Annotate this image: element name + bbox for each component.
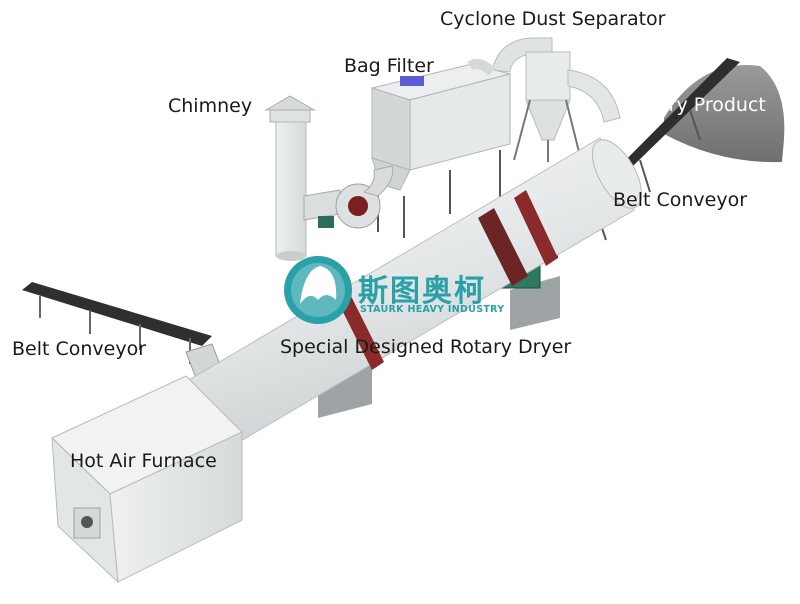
logo-chinese-name: 斯图奥柯 bbox=[358, 274, 486, 309]
chimney bbox=[264, 95, 316, 261]
label-belt-conveyor-left: Belt Conveyor bbox=[12, 338, 147, 360]
label-rotary-dryer: Special Designed Rotary Dryer bbox=[280, 336, 572, 358]
label-belt-conveyor-right: Belt Conveyor bbox=[613, 189, 748, 211]
label-cyclone-dust-separator: Cyclone Dust Separator bbox=[440, 8, 666, 30]
logo-english-name: STAURK HEAVY INDUSTRY bbox=[360, 304, 505, 315]
induced-draft-fan bbox=[303, 165, 394, 229]
lion-logo-icon bbox=[284, 256, 352, 324]
label-hot-air-furnace: Hot Air Furnace bbox=[70, 450, 217, 472]
label-dry-product: Dry Product bbox=[654, 94, 766, 116]
hot-air-furnace bbox=[51, 375, 243, 584]
dry-product-pile bbox=[664, 65, 785, 163]
rotary-dryer-drum bbox=[181, 137, 643, 453]
label-bag-filter: Bag Filter bbox=[344, 55, 434, 77]
cyclone-duct bbox=[467, 59, 496, 76]
cyclone-separator bbox=[491, 37, 621, 162]
belt-conveyor-left bbox=[22, 282, 223, 379]
label-chimney: Chimney bbox=[168, 95, 253, 117]
